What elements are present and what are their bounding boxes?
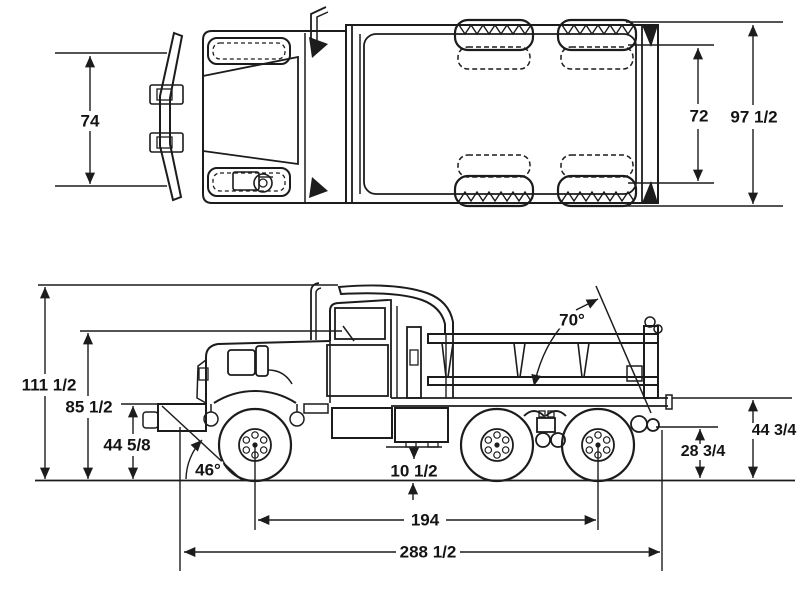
dim-bed-width-label: 72: [687, 106, 711, 126]
dim-overall-width-label: 97 1/2: [728, 107, 780, 127]
dim-rear-height-label: 44 3/4: [749, 422, 799, 439]
dim-cab-width-label: 74: [78, 111, 102, 131]
dim-overall-height-label: 111 1/2: [19, 375, 79, 395]
dim-cab-height-label: 85 1/2: [63, 397, 115, 417]
dump-angle-label: 70°: [557, 310, 587, 330]
dim-axle-spread-label: 194: [408, 510, 442, 530]
dim-bumper-height-label: 44 5/8: [101, 435, 153, 455]
ground-clearance-label: 10 1/2: [388, 461, 440, 481]
dim-pintle-height-label: 28 3/4: [678, 443, 728, 460]
approach-angle-label: 46°: [193, 460, 223, 480]
top-view: [149, 6, 659, 208]
dimension-lines: [35, 21, 795, 571]
side-view: [142, 282, 673, 483]
dim-overall-length-label: 288 1/2: [397, 542, 459, 562]
